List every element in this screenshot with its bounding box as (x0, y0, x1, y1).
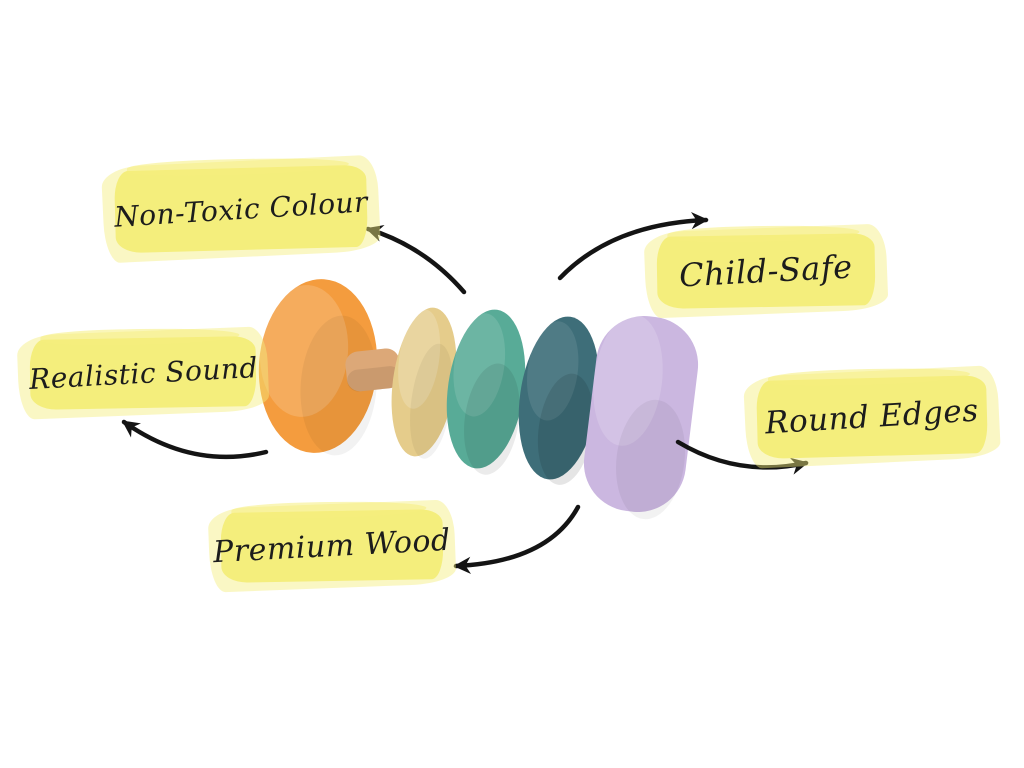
lavender-disc-shade (615, 399, 686, 520)
arrow-to-premium-wood (453, 504, 581, 574)
wooden-rattle-toy (258, 279, 699, 520)
arrow-to-non-toxic-colour (365, 225, 467, 295)
feature-label-text-non-toxic-colour: Non-Toxic Colour (113, 184, 369, 234)
feature-label-realistic-sound: Realistic Sound (27, 336, 259, 410)
feature-label-round-edges: Round Edges (756, 375, 988, 459)
lavender-disc (583, 314, 699, 520)
teal-disc-shade (464, 363, 520, 475)
orange-disc-highlight (259, 285, 349, 417)
wooden-dowel (345, 348, 401, 392)
cream-disc-shade (410, 343, 453, 459)
orange-disc-shade (300, 315, 377, 456)
feature-label-text-child-safe: Child-Safe (678, 247, 854, 295)
arrow-to-realistic-sound (121, 419, 269, 460)
orange-disc (258, 279, 378, 456)
cream-disc-body (391, 307, 457, 457)
cream-disc (391, 307, 457, 459)
teal-disc (446, 309, 526, 475)
dark-teal-disc (518, 316, 600, 485)
feature-label-non-toxic-colour: Non-Toxic Colour (113, 164, 369, 254)
wooden-dowel-shade (347, 366, 401, 392)
dark-teal-disc-shade (537, 373, 594, 485)
wooden-dowel-body (345, 348, 401, 392)
feature-label-premium-wood: Premium Wood (212, 509, 452, 583)
lavender-disc-highlight (593, 314, 663, 446)
orange-disc-body (258, 279, 378, 453)
arrow-to-child-safe (557, 212, 709, 281)
feature-label-child-safe: Child-Safe (656, 233, 876, 309)
teal-disc-highlight (453, 313, 506, 417)
dark-teal-disc-highlight (526, 321, 579, 421)
teal-disc-body (446, 309, 526, 469)
dark-teal-disc-body (518, 316, 600, 480)
lavender-disc-body (583, 316, 699, 512)
cream-disc-highlight (398, 309, 441, 409)
feature-label-text-realistic-sound: Realistic Sound (27, 350, 259, 396)
feature-label-text-premium-wood: Premium Wood (212, 522, 452, 570)
feature-label-text-round-edges: Round Edges (764, 392, 980, 442)
